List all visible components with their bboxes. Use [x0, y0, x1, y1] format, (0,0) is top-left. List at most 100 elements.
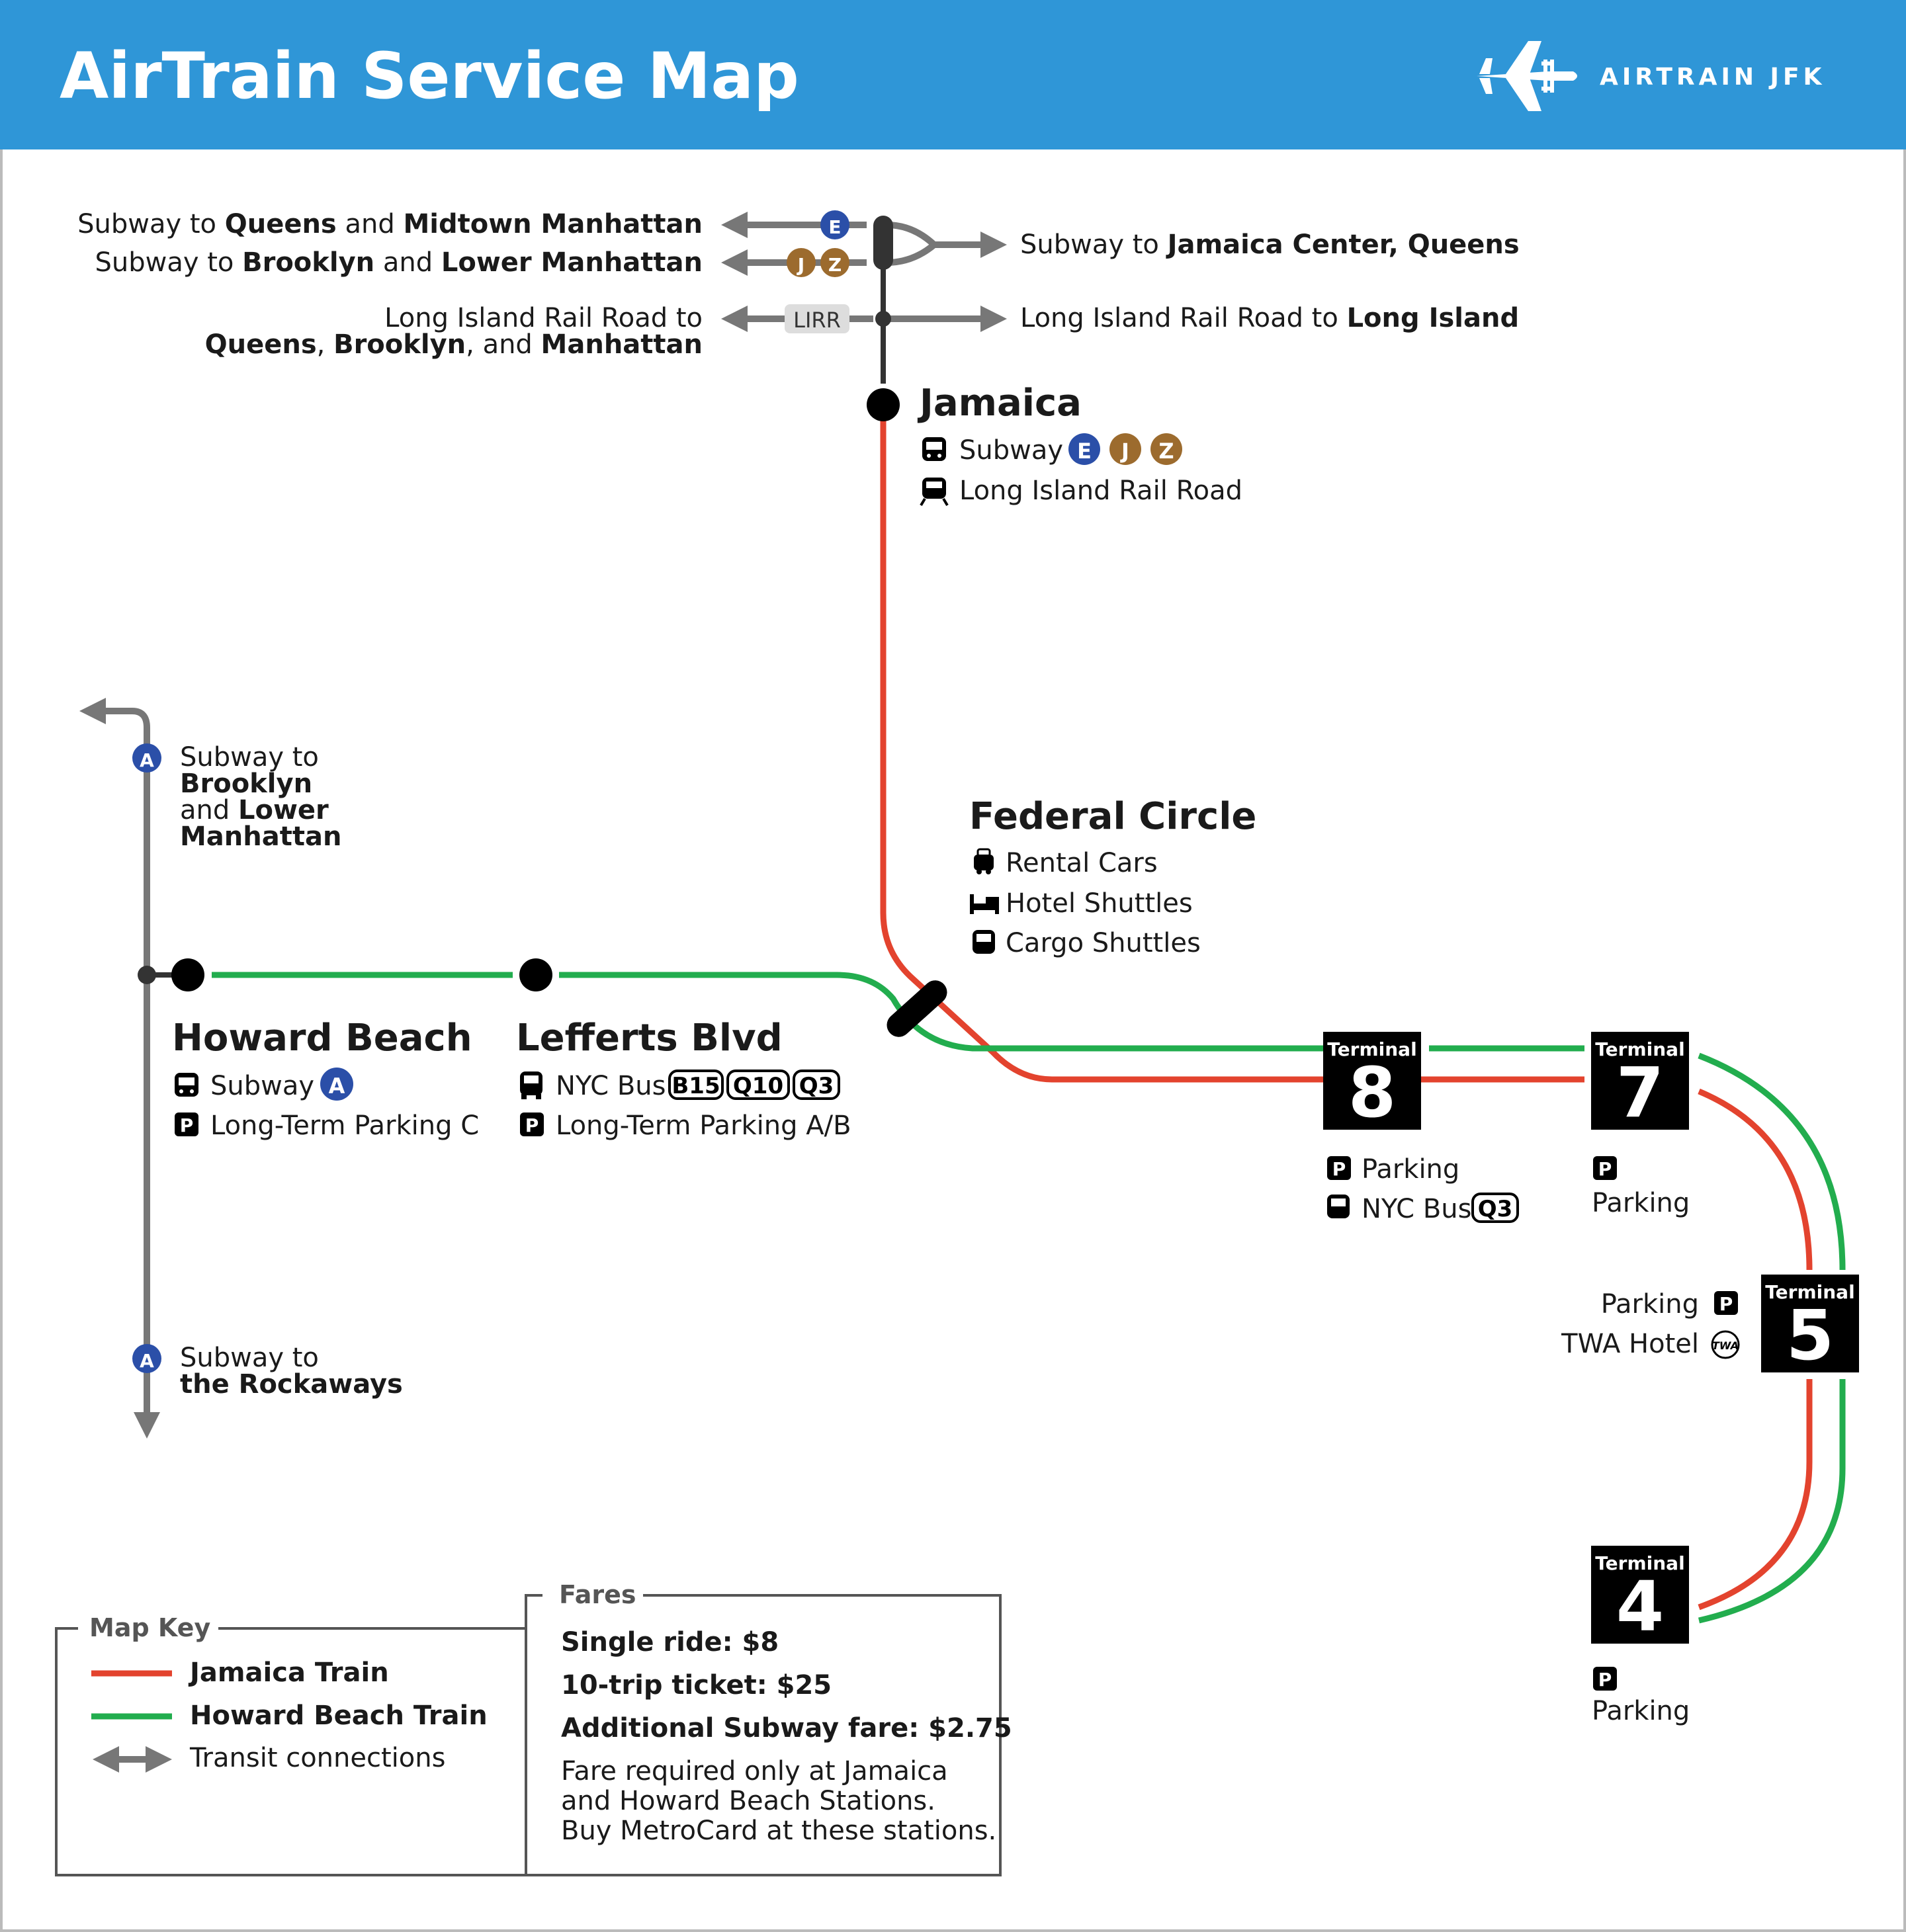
- jamaica-j-badge: [1109, 433, 1141, 465]
- map-key-title: Map Key: [89, 1613, 210, 1642]
- a-north-badge: [132, 743, 161, 773]
- terminal-4-label: Terminal: [1595, 1552, 1684, 1574]
- jamaica-e-label: E: [1077, 439, 1092, 464]
- terminal-5-parking-label: Parking: [1601, 1289, 1699, 1320]
- lirr-badge: [785, 304, 849, 333]
- terminal-8-number: 8: [1348, 1052, 1396, 1133]
- label-lirr-west-2: Queens, Brooklyn, and Manhattan: [205, 329, 703, 360]
- label-lirr-east: Long Island Rail Road to Long Island: [1020, 303, 1519, 333]
- station-jamaica[interactable]: Jamaica Subway E J Z Long Island Rail Ro…: [867, 382, 1242, 507]
- terminal-8-parking-label: Parking: [1362, 1154, 1459, 1185]
- a-north-label-1: Subway to: [180, 742, 319, 773]
- fare-subway: Additional Subway fare: $2.75: [561, 1713, 1012, 1743]
- parking-icon-label: P: [1598, 1669, 1612, 1691]
- a-south-label-2: the Rockaways: [180, 1369, 403, 1400]
- label-queens-midtown: Subway to Queens and Midtown Manhattan: [77, 209, 703, 239]
- jamaica-z-badge: [1150, 433, 1182, 465]
- a-north-badge-label: A: [140, 749, 154, 771]
- station-federal-circle[interactable]: Federal Circle Rental Cars Hotel Shuttle…: [882, 795, 1256, 1042]
- hotel-shuttles-label: Hotel Shuttles: [1006, 888, 1193, 919]
- route-q10-badge: [726, 1070, 790, 1100]
- cargo-shuttles-label: Cargo Shuttles: [1006, 928, 1201, 958]
- shuttle-icon: [973, 930, 995, 954]
- station-terminal-8[interactable]: Terminal 8 P Parking NYC Bus Q3: [1323, 1032, 1519, 1224]
- a-south-badge-label: A: [140, 1350, 154, 1372]
- airtrain-logo: AIRTRAIN JFK: [1477, 41, 1825, 111]
- subway-platform: [873, 216, 893, 270]
- key-howard-label: Howard Beach Train: [190, 1701, 488, 1731]
- parking-icon-label: P: [180, 1114, 194, 1136]
- parking-icon-label: P: [1598, 1158, 1612, 1180]
- fares-box: Fares Single ride: $8 10-trip ticket: $2…: [525, 1580, 1012, 1876]
- label-lirr-west-1: Long Island Rail Road to: [384, 303, 703, 333]
- terminal-5-hotel-label: TWA Hotel: [1561, 1329, 1699, 1359]
- station-terminal-5[interactable]: Terminal 5 Parking P TWA Hotel TWA: [1561, 1275, 1859, 1376]
- terminal-5-label: Terminal: [1765, 1281, 1854, 1303]
- route-b15-badge: [668, 1070, 724, 1100]
- z-line-badge: [820, 248, 849, 277]
- federal-circle-station-marker[interactable]: [882, 976, 952, 1042]
- fare-note-3: Buy MetroCard at these stations.: [561, 1816, 996, 1846]
- rental-cars-label: Rental Cars: [1006, 848, 1158, 878]
- howard-beach-station-dot[interactable]: [171, 958, 204, 991]
- station-terminal-7[interactable]: Terminal 7 P Parking: [1591, 1032, 1690, 1218]
- terminal-7-parking-label: Parking: [1592, 1188, 1690, 1218]
- e-line-label: E: [828, 216, 841, 238]
- fare-note-1: Fare required only at Jamaica: [561, 1756, 948, 1786]
- fare-ten-trip: 10-trip ticket: $25: [561, 1670, 832, 1701]
- brand-text: AIRTRAIN JFK: [1600, 63, 1825, 91]
- label-brooklyn-lower: Subway to Brooklyn and Lower Manhattan: [95, 247, 703, 278]
- a-north-label-2: Brooklyn: [180, 769, 312, 799]
- plane-icon: [1477, 41, 1577, 111]
- a-line-north: [79, 698, 150, 975]
- map-key: Map Key Jamaica Train Howard Beach Train…: [55, 1613, 527, 1876]
- station-howard-beach[interactable]: Howard Beach Subway A P Long-Term Parkin…: [171, 958, 479, 1141]
- station-terminal-4[interactable]: Terminal 4 P Parking: [1591, 1546, 1690, 1726]
- fare-note-2: and Howard Beach Stations.: [561, 1786, 935, 1816]
- parking-icon: [1593, 1667, 1617, 1691]
- bed-icon: [970, 894, 999, 914]
- j-line-badge: [787, 248, 816, 277]
- parking-icon: [1593, 1156, 1617, 1180]
- howard-beach-subway-label: Subway: [210, 1071, 314, 1101]
- route-q3-badge: [1471, 1193, 1519, 1223]
- bus-icon: [520, 1071, 542, 1099]
- station-lefferts-blvd[interactable]: Lefferts Blvd NYC Bus B15 Q10 Q3 P Long-…: [516, 958, 851, 1141]
- bus-icon: [1327, 1195, 1350, 1218]
- lefferts-parking-label: Long-Term Parking A/B: [556, 1111, 851, 1141]
- jamaica-station-dot[interactable]: [867, 388, 900, 421]
- howard-beach-a-label: A: [329, 1073, 345, 1099]
- howard-beach-name: Howard Beach: [172, 1017, 472, 1060]
- jamaica-lirr-label: Long Island Rail Road: [959, 476, 1242, 506]
- route-q3-badge: [793, 1070, 840, 1100]
- terminal-8-box[interactable]: [1323, 1032, 1421, 1130]
- terminal-7-label: Terminal: [1595, 1038, 1684, 1060]
- subway-icon: [175, 1073, 198, 1097]
- lefferts-name: Lefferts Blvd: [516, 1017, 783, 1060]
- label-jamaica-center: Subway to Jamaica Center, Queens: [1020, 230, 1520, 260]
- e-line-badge: [820, 210, 849, 239]
- a-north-label-3: and Lower: [180, 795, 329, 825]
- terminal-7-number: 7: [1616, 1052, 1664, 1133]
- lirr-badge-label: LIRR: [793, 308, 841, 333]
- a-north-label-4: Manhattan: [180, 821, 341, 852]
- lefferts-bus-label: NYC Bus: [556, 1071, 666, 1101]
- lirr-platform: [875, 311, 891, 327]
- parking-icon-label: P: [525, 1114, 539, 1136]
- lefferts-station-dot[interactable]: [519, 958, 552, 991]
- terminal-5-number: 5: [1786, 1295, 1834, 1376]
- fares-title: Fares: [559, 1580, 636, 1609]
- terminal-8-route-label: Q3: [1478, 1196, 1513, 1222]
- z-line-label: Z: [828, 254, 842, 276]
- route-q10-label: Q10: [733, 1073, 783, 1099]
- jamaica-subway-label: Subway: [959, 435, 1063, 466]
- key-transit-label: Transit connections: [189, 1743, 445, 1773]
- terminal-7-box[interactable]: [1591, 1032, 1689, 1130]
- parking-icon: [1327, 1156, 1351, 1180]
- terminal-5-box[interactable]: [1761, 1275, 1859, 1372]
- parking-icon-label: P: [1332, 1158, 1346, 1180]
- terminal-4-box[interactable]: [1591, 1546, 1689, 1644]
- howard-beach-train-line: [212, 972, 1846, 1624]
- howard-beach-parking-label: Long-Term Parking C: [210, 1111, 479, 1141]
